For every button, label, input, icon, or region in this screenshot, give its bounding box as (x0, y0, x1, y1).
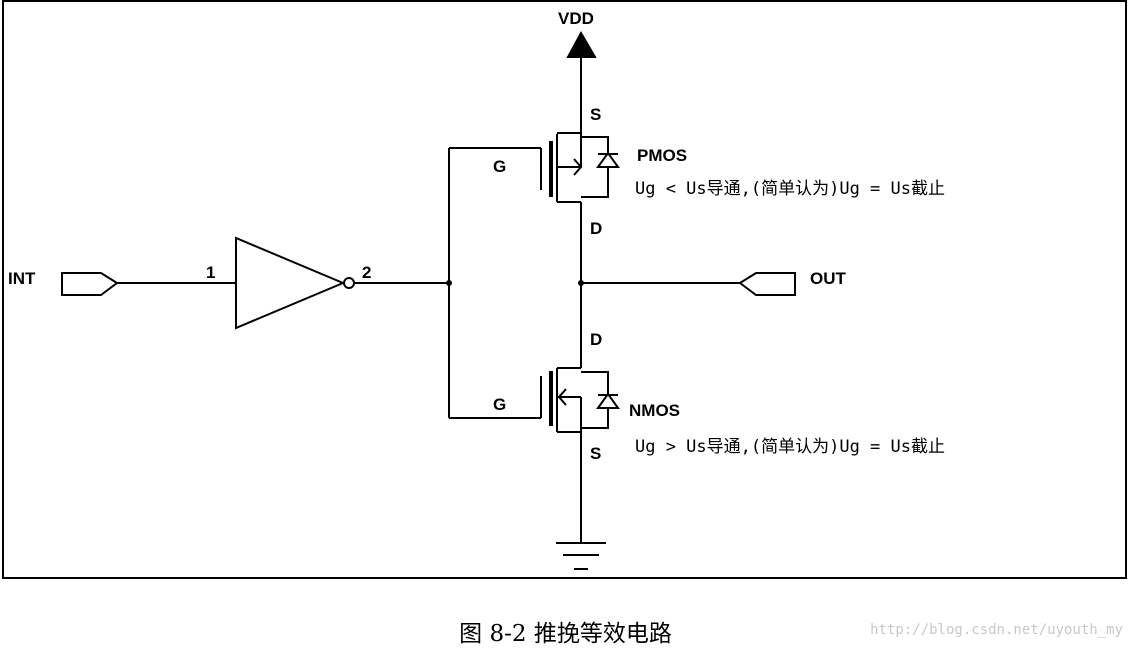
nmos-name-label: NMOS (629, 401, 680, 420)
nmos-transistor (549, 367, 620, 433)
watermark: http://blog.csdn.net/uyouth_my (870, 622, 1123, 638)
input-label: INT (8, 269, 36, 288)
pmos-gate-label: G (493, 157, 506, 176)
nmos-gate-label: G (493, 395, 506, 414)
pin2-label: 2 (362, 263, 371, 282)
gate-junction-dot (446, 280, 452, 286)
pmos-note: Ug < Us导通,(简单认为)Ug = Us截止 (635, 179, 945, 199)
push-pull-schematic: VDD INT OUT 1 2 S G D PMOS Ug < Us导通,(简单… (8, 9, 945, 570)
nmos-source-label: S (590, 444, 601, 463)
pmos-source-label: S (590, 105, 601, 124)
inverter-triangle (235, 236, 346, 330)
pin1-label: 1 (206, 263, 215, 282)
output-junction-dot (578, 280, 584, 286)
pmos-name-label: PMOS (637, 146, 687, 165)
pmos-transistor (549, 132, 620, 203)
vdd-label: VDD (558, 9, 594, 28)
output-label: OUT (810, 269, 847, 288)
output-port (738, 272, 796, 296)
nmos-drain-label: D (590, 330, 602, 349)
input-port (61, 272, 119, 296)
pmos-drain-label: D (590, 219, 602, 238)
vdd-arrow (566, 30, 597, 58)
nmos-note: Ug > Us导通,(简单认为)Ug = Us截止 (635, 437, 945, 457)
diagram-frame (2, 0, 1127, 579)
figure-caption: 图 8-2 推挽等效电路 (459, 621, 672, 647)
